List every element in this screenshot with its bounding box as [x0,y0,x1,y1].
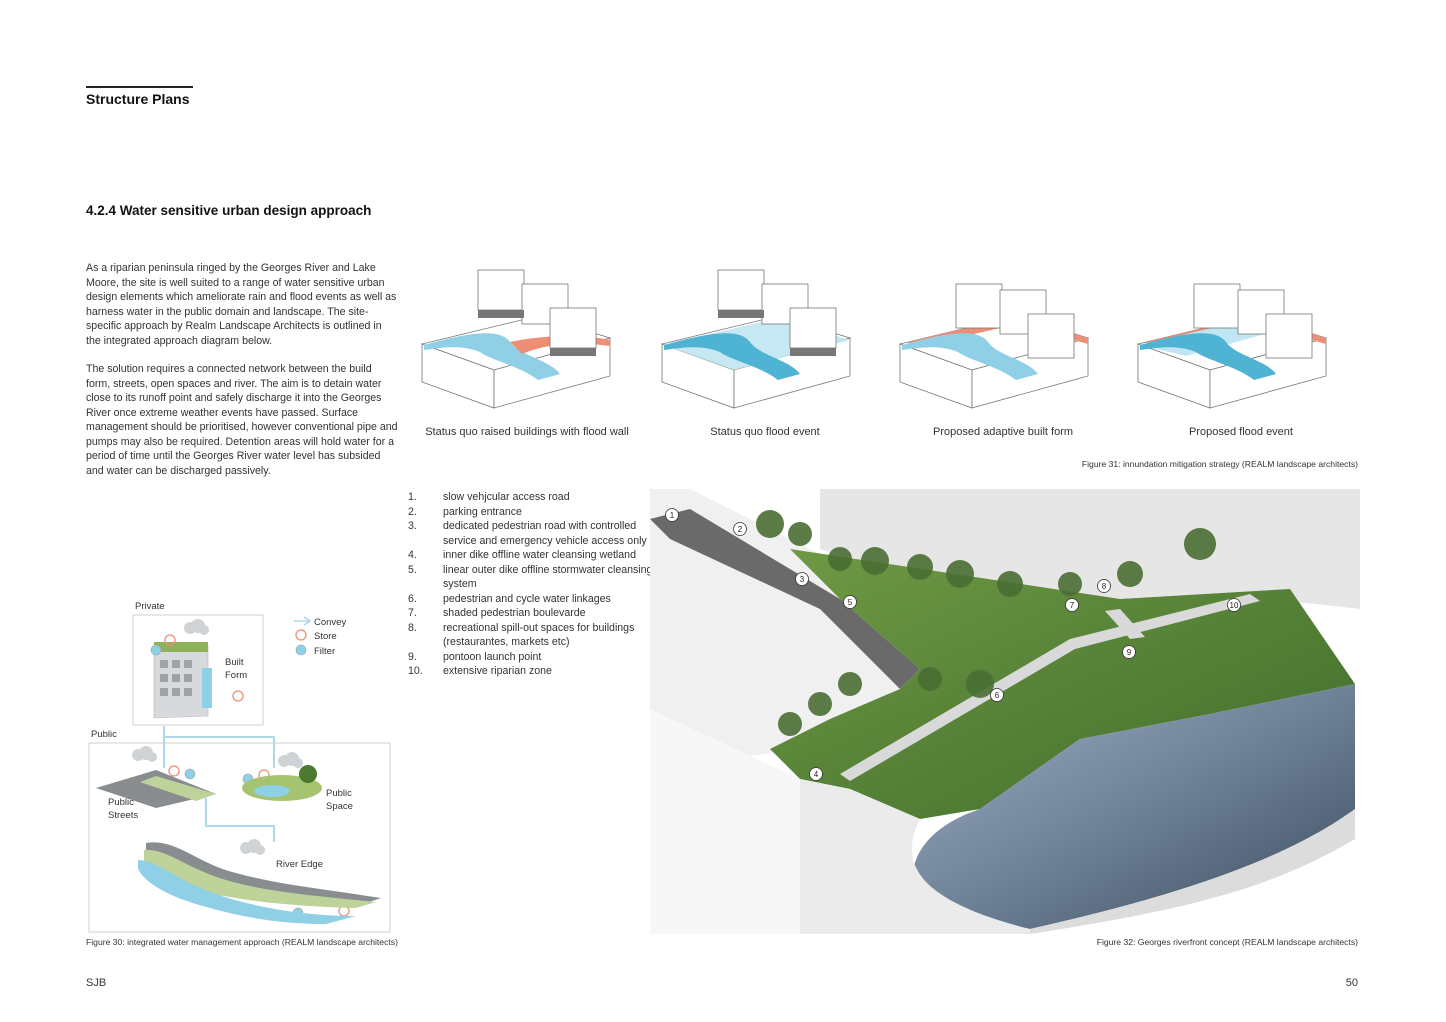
private-label: Private [135,601,165,612]
legend-item-number: 3. [408,520,417,532]
legend-list-item: 7. shaded pedestrian boulevarde [408,606,653,621]
legend-item-number: 2. [408,505,417,518]
legend-item-text: dedicated pedestrian road with controlle… [443,520,647,547]
figure32-riverfront-aerial: 1 2 3 4 5 6 7 8 9 10 [650,489,1360,934]
legend-list-item: 8. recreational spill-out spaces for buil… [408,621,653,650]
legend-list-item: 3. dedicated pedestrian road with control… [408,519,653,548]
figure31-panel-1-label: Status quo raised buildings with flood w… [425,426,629,438]
figure31-panel-3 [899,283,1089,409]
map-marker-8: 8 [1097,579,1111,593]
footer-brand: SJB [86,977,107,989]
legend-item-number: 1. [408,491,417,503]
legend-list-item: 9. pontoon launch point [408,650,653,665]
legend-store: Store [314,631,337,642]
header-rule [86,86,193,88]
map-marker-label: 7 [1070,601,1075,610]
page-number: 50 [1345,977,1358,989]
map-marker-9: 9 [1122,645,1136,659]
legend-list-item: 10. extensive riparian zone [408,664,653,679]
legend-item-number: 5. [408,563,417,576]
body-paragraph-2: The solution requires a connected networ… [86,363,398,477]
legend-item-number: 9. [408,650,417,663]
figure30-caption: Figure 30: integrated water management a… [86,937,398,947]
legend-item-number: 7. [408,607,417,619]
map-marker-label: 10 [1230,601,1239,610]
river-edge-label: River Edge [276,859,323,870]
map-marker-7: 7 [1065,598,1079,612]
map-marker-10: 10 [1227,598,1241,612]
body-paragraph-1: As a riparian peninsula ringed by the Ge… [86,262,397,347]
figure31-panel-2-label: Status quo flood event [710,426,820,438]
legend-list-item: 1. slow vehjcular access road [408,490,653,505]
legend-item-number: 10. [408,665,423,677]
legend-item-text: extensive riparian zone [443,665,552,677]
map-marker-label: 6 [995,691,1000,700]
map-marker-label: 8 [1102,582,1107,591]
figure31-panel-4 [1137,283,1327,409]
figure31-panel-1 [421,269,611,409]
map-marker-label: 1 [670,511,675,520]
legend-item-text: pedestrian and cycle water linkages [443,592,611,605]
legend-item-number: 6. [408,592,417,605]
map-marker-label: 9 [1127,648,1132,657]
public-box [88,742,391,933]
legend-item-text: linear outer dike offline stormwater cle… [443,563,653,591]
figure32-legend-list: 1. slow vehjcular access road 2. parking en… [408,490,653,679]
private-box [132,614,264,726]
map-marker-6: 6 [990,688,1004,702]
figure31-panel-4-label: Proposed flood event [1189,426,1293,438]
legend-item-number: 8. [408,621,417,634]
map-marker-label: 4 [814,770,819,779]
legend-list-item: 4. inner dike offline water cleansing wet… [408,548,653,563]
legend-list-item: 6. pedestrian and cycle water linkages [408,592,653,607]
map-marker-4: 4 [809,767,823,781]
map-marker-3: 3 [795,572,809,586]
subsection-heading: 4.2.4 Water sensitive urban design appro… [86,203,372,218]
legend-convey: Convey [314,617,346,628]
figure31-caption: Figure 31: innundation mitigation strate… [1081,459,1358,469]
section-title: Structure Plans [86,91,190,107]
legend-item-text: inner dike offline water cleansing wetla… [443,549,636,561]
map-marker-label: 5 [848,598,853,607]
figure31-panel-2 [661,269,851,409]
map-marker-5: 5 [843,595,857,609]
legend-item-text: parking entrance [443,505,522,518]
legend-item-text: shaded pedestrian boulevarde [443,607,586,619]
public-label: Public [91,729,117,740]
built-form-illustration [153,642,212,719]
legend-filter: Filter [314,646,335,657]
map-marker-1: 1 [665,508,679,522]
legend-list-item: 2. parking entrance [408,505,653,520]
legend-item-text: pontoon launch point [443,650,542,663]
figure32-caption: Figure 32: Georges riverfront concept (R… [1096,937,1358,947]
map-marker-label: 3 [800,575,805,584]
legend-item-number: 4. [408,549,417,561]
map-marker-label: 2 [738,525,743,534]
map-marker-2: 2 [733,522,747,536]
figure31-strip [421,269,1327,409]
legend-list-item: 5. linear outer dike offline stormwater c… [408,563,653,592]
legend-item-text: slow vehjcular access road [443,491,570,503]
figure31-panel-3-label: Proposed adaptive built form [932,426,1074,438]
legend-item-text: recreational spill-out spaces for buildi… [443,621,635,649]
